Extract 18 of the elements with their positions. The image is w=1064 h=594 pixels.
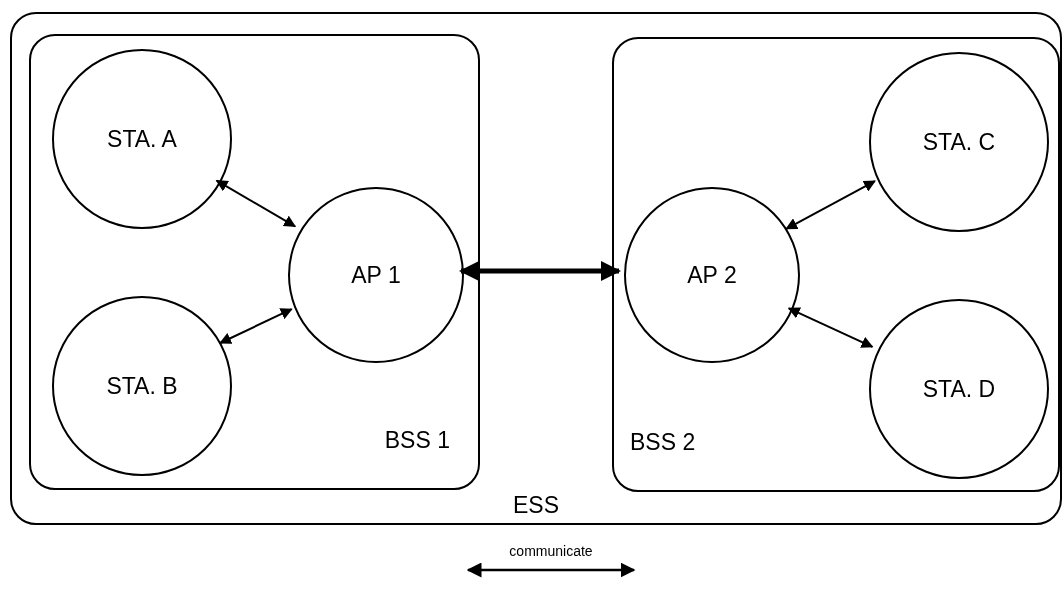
node-label: ESS — [513, 494, 559, 517]
node-label: BSS 1 — [384, 429, 450, 452]
legend-label: communicate — [509, 544, 593, 558]
double-arrow — [219, 308, 293, 344]
node-label: STA. B — [106, 374, 178, 398]
node-label: STA. A — [107, 127, 177, 151]
group-box — [612, 37, 1060, 492]
node-label: STA. D — [922, 377, 996, 401]
node-label: STA. C — [922, 130, 996, 154]
node-label: AP 2 — [687, 263, 737, 287]
double-arrow — [459, 261, 621, 281]
double-arrow — [787, 307, 874, 348]
double-arrow — [215, 179, 297, 228]
group-box — [10, 12, 1062, 525]
node-label: BSS 2 — [630, 431, 696, 454]
group-box — [29, 34, 480, 490]
double-arrow — [785, 180, 876, 230]
node-label: AP 1 — [351, 263, 401, 287]
